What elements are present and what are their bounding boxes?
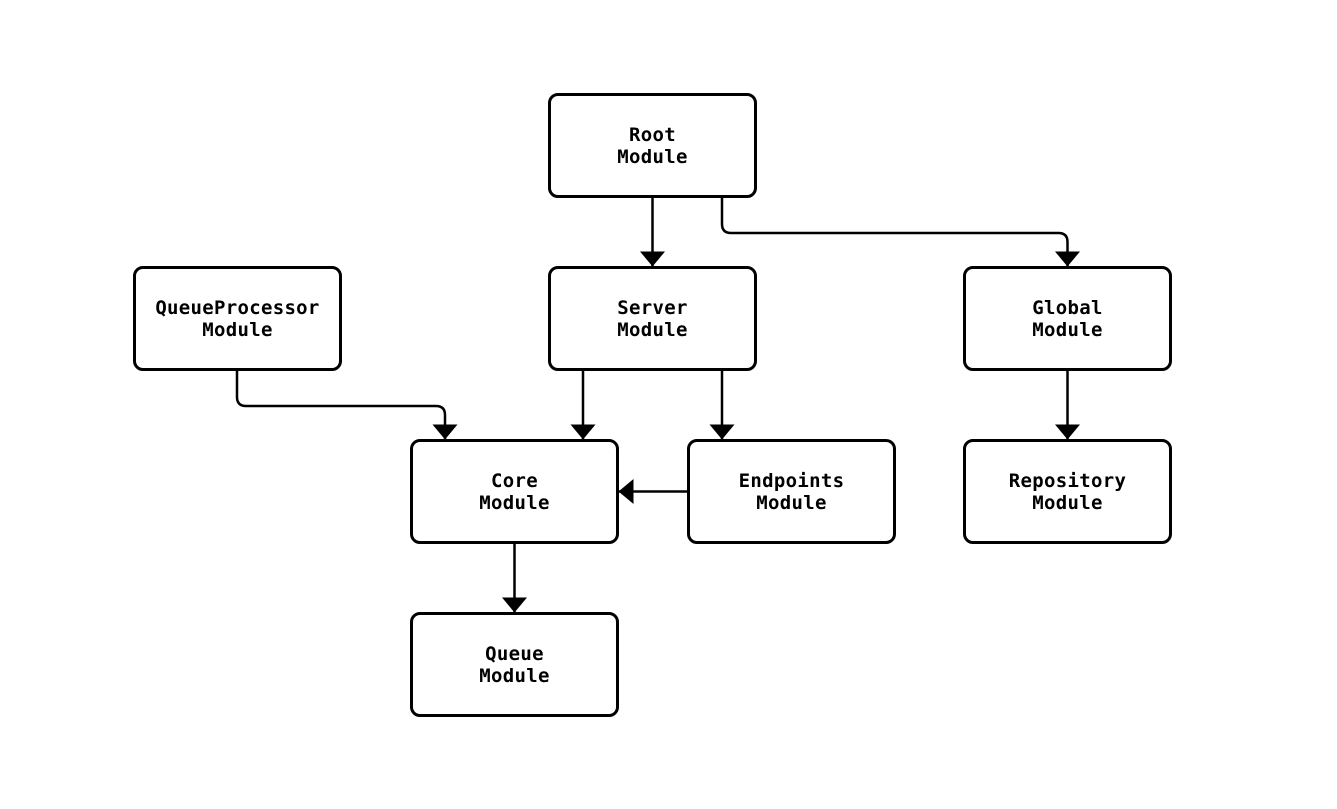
node-root-module: Root Module xyxy=(548,93,757,198)
node-root-module-label: Root Module xyxy=(617,123,688,168)
node-global-module-label: Global Module xyxy=(1032,296,1103,341)
node-server-module-label: Server Module xyxy=(617,296,688,341)
node-repository-module: Repository Module xyxy=(963,439,1172,544)
edge-queueprocessor-to-core xyxy=(235,371,458,440)
node-queue-module-label: Queue Module xyxy=(479,642,550,687)
edge-group xyxy=(235,198,1080,613)
node-global-module: Global Module xyxy=(963,266,1172,371)
node-core-module-label: Core Module xyxy=(479,469,550,514)
node-queueprocessor-module-label: QueueProcessor Module xyxy=(155,296,320,341)
node-repository-module-label: Repository Module xyxy=(1008,469,1127,514)
edge-root-to-global xyxy=(720,198,1080,267)
node-server-module: Server Module xyxy=(548,266,757,371)
node-queue-module: Queue Module xyxy=(410,612,619,717)
node-core-module: Core Module xyxy=(410,439,619,544)
node-endpoints-module: Endpoints Module xyxy=(687,439,896,544)
node-queueprocessor-module: QueueProcessor Module xyxy=(133,266,342,371)
node-endpoints-module-label: Endpoints Module xyxy=(738,469,845,514)
